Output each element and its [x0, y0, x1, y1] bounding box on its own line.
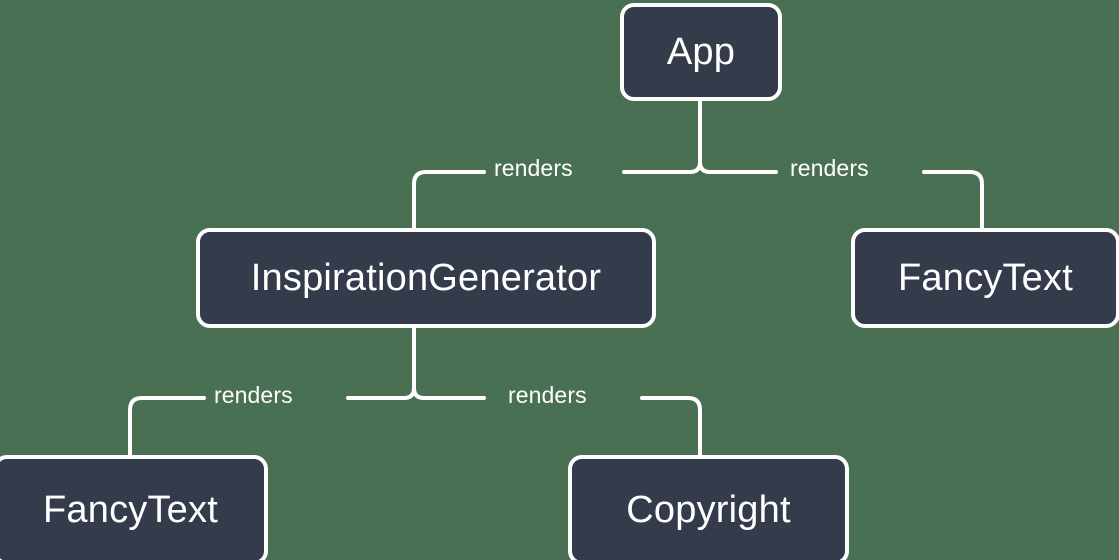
- node-inspiration-generator-label: InspirationGenerator: [250, 257, 602, 299]
- edge-app-to-inspgen-horiz: [412, 170, 486, 230]
- edge-app-junction-left: [622, 160, 702, 174]
- edge-label-app-to-inspiration-generator: renders: [494, 155, 573, 181]
- edge-label-inspiration-generator-to-fancy-text: renders: [214, 382, 293, 408]
- edge-inspgen-to-copyright-horiz: [640, 396, 702, 457]
- node-copyright-label: Copyright: [626, 489, 791, 531]
- edge-inspgen-junction-left: [346, 386, 416, 400]
- node-copyright[interactable]: Copyright: [568, 455, 849, 560]
- edge-inspgen-junction-right: [412, 386, 486, 400]
- node-app[interactable]: App: [620, 3, 782, 101]
- edge-app-to-fancy-right-horiz: [922, 170, 984, 230]
- node-fancy-text-left-label: FancyText: [43, 489, 218, 531]
- node-fancy-text-right-label: FancyText: [898, 257, 1073, 299]
- node-app-label: App: [666, 31, 736, 73]
- edge-app-junction-right: [698, 160, 778, 174]
- edge-label-app-to-fancy-text: renders: [790, 155, 869, 181]
- edge-inspgen-to-fancy-left-horiz: [128, 396, 206, 457]
- node-fancy-text-left[interactable]: FancyText: [0, 455, 268, 560]
- node-inspiration-generator[interactable]: InspirationGenerator: [196, 228, 656, 328]
- edge-label-inspiration-generator-to-copyright: renders: [508, 382, 587, 408]
- node-fancy-text-right[interactable]: FancyText: [851, 228, 1119, 328]
